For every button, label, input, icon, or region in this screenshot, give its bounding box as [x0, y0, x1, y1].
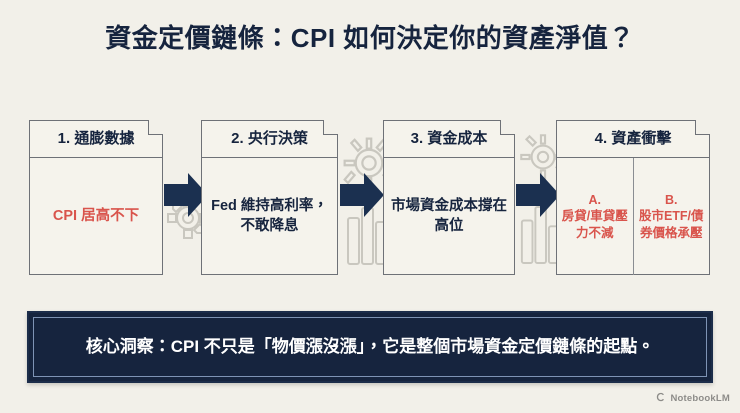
flow-card-3-body: 市場資金成本撐在高位: [384, 158, 514, 275]
watermark-label: NotebookLM: [670, 392, 730, 404]
page-fold-corner: [148, 119, 164, 135]
flow-card-4-column-b-label: B.: [665, 193, 678, 208]
flow-card-4-column-a-label: A.: [588, 193, 602, 208]
flow-card-4-header: 4. 資產衝擊: [557, 121, 709, 158]
flow-arrow-3: [516, 172, 560, 218]
flow-card-4-column-a: A. 房貸/車貸壓力不減: [557, 158, 633, 275]
flow-card-4-column-b: B. 股市ETF/債券價格承壓: [632, 158, 710, 275]
watermark: NotebookLM: [656, 389, 730, 407]
process-flow: 1. 通膨數據 CPI 居高不下 2. 央行決策 Fed 維持高利率，不敢降息: [0, 112, 740, 287]
page-fold-corner: [695, 119, 711, 135]
flow-card-2-text: Fed 維持高利率，不敢降息: [211, 197, 328, 234]
flow-card-1-header: 1. 通膨數據: [30, 121, 162, 158]
flow-card-1-text: CPI 居高不下: [52, 207, 140, 224]
flow-card-2[interactable]: 2. 央行決策 Fed 維持高利率，不敢降息: [201, 119, 342, 279]
flow-card-2-header: 2. 央行決策: [202, 121, 337, 158]
flow-card-1-body: CPI 居高不下: [30, 158, 162, 275]
flow-card-3[interactable]: 3. 資金成本 市場資金成本撐在高位: [383, 119, 519, 279]
flow-card-2-body: Fed 維持高利率，不敢降息: [202, 158, 337, 275]
flow-card-4-column-a-text: 房貸/車貸壓力不減: [561, 209, 628, 240]
notebooklm-icon: [656, 389, 666, 407]
page-fold-corner: [500, 119, 516, 135]
flow-card-4[interactable]: 4. 資產衝擊 A. 房貸/車貸壓力不減 B. 股市ETF/債券價格承壓: [556, 119, 714, 279]
flow-card-3-header: 3. 資金成本: [384, 121, 514, 158]
flow-card-1[interactable]: 1. 通膨數據 CPI 居高不下: [29, 119, 167, 279]
key-insight-callout: 核心洞察：CPI 不只是「物價漲沒漲」，它是整個市場資金定價鏈條的起點。: [27, 311, 713, 383]
flow-arrow-2: [340, 172, 384, 218]
flow-card-3-text: 市場資金成本撐在高位: [391, 197, 507, 234]
flow-card-4-body: A. 房貸/車貸壓力不減 B. 股市ETF/債券價格承壓: [557, 158, 709, 275]
flow-card-4-column-b-text: 股市ETF/債券價格承壓: [638, 209, 704, 240]
page-title: 資金定價鏈條：CPI 如何決定你的資產淨值？: [105, 23, 635, 53]
key-insight-text: 核心洞察：CPI 不只是「物價漲沒漲」，它是整個市場資金定價鏈條的起點。: [85, 336, 655, 356]
page-fold-corner: [323, 119, 339, 135]
flow-arrow-1: [164, 172, 208, 218]
